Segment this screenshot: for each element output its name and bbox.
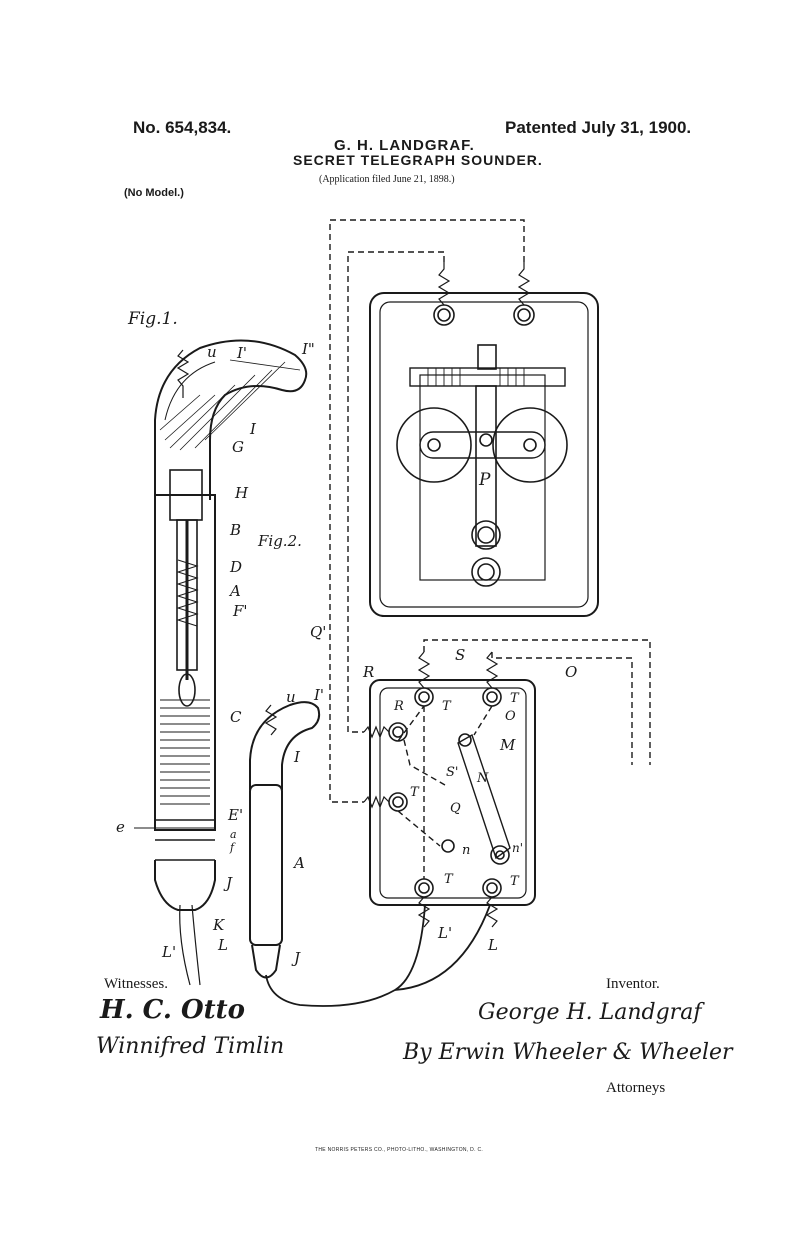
label-S: S [455, 646, 465, 664]
label-L1-fig1: L' [161, 943, 176, 961]
label-T-1: T [442, 699, 452, 714]
label-a: a [230, 828, 237, 841]
inventor-label: Inventor. [606, 976, 660, 992]
patent-date: Patented July 31, 1900. [505, 118, 692, 137]
no-model-note: (No Model.) [124, 187, 184, 199]
fig1-label: Fig.1. [127, 309, 178, 329]
label-O-outer: O [565, 663, 577, 681]
label-G: G [232, 438, 244, 456]
attorney-signature: By Erwin Wheeler & Wheeler [403, 1040, 733, 1065]
circuit-wiring [329, 219, 651, 879]
label-L1-board: L' [437, 924, 452, 942]
printer-imprint: THE NORRIS PETERS CO., PHOTO-LITHO., WAS… [315, 1147, 484, 1153]
label-u-fig2: u [286, 688, 296, 706]
label-S1: S' [446, 765, 458, 780]
label-L-fig1: L [217, 936, 228, 954]
label-K: K [212, 916, 225, 934]
label-H: H [234, 484, 249, 502]
patent-number: No. 654,834. [133, 118, 232, 137]
label-I1-fig2: I' [313, 686, 324, 704]
label-D: D [229, 558, 242, 576]
label-I2: I" [301, 340, 315, 358]
label-N: N [476, 771, 489, 786]
label-T-2: T [510, 691, 520, 706]
application-date: (Application filed June 21, 1898.) [319, 174, 455, 185]
label-n: n [462, 843, 470, 858]
label-P: P [478, 470, 491, 490]
label-T-3: T [410, 785, 420, 800]
label-A-fig2: A [292, 854, 305, 872]
label-e: e [116, 818, 125, 836]
witnesses-label: Witnesses. [104, 976, 168, 992]
label-M: M [499, 736, 516, 754]
label-T-4: T [444, 872, 454, 887]
label-I1-top: I' [236, 344, 247, 362]
label-B: B [229, 521, 241, 539]
witness-signature-2: Winnifred Timlin [96, 1034, 285, 1059]
patent-title: SECRET TELEGRAPH SOUNDER. [293, 152, 543, 168]
label-A-fig1: A [228, 582, 241, 600]
label-I-fig2: I [293, 748, 301, 766]
inventor-name: G. H. LANDGRAF. [334, 137, 475, 154]
label-R-outer: R [362, 663, 374, 681]
fig2-label: Fig.2. [257, 532, 302, 550]
label-J-fig1: J [223, 874, 233, 892]
label-C: C [230, 708, 242, 726]
fig1-receiver-section [134, 339, 308, 986]
label-u-top: u [207, 343, 217, 361]
label-Q1: Q' [310, 623, 326, 641]
label-R-inner: R [393, 699, 404, 714]
label-I-fig1: I [249, 420, 257, 438]
attorneys-label: Attorneys [606, 1080, 666, 1096]
sounder-base [369, 262, 599, 617]
fig2-receiver-exterior [249, 701, 321, 979]
label-n1: n' [512, 841, 523, 855]
label-f: f [229, 841, 236, 854]
label-T-5: T [510, 874, 520, 889]
label-Q: Q [450, 801, 461, 816]
label-L-board: L [487, 936, 498, 954]
label-F1: F' [232, 602, 248, 620]
label-E1: E' [227, 806, 243, 824]
label-O-inner: O [505, 709, 516, 724]
connecting-cord [265, 904, 426, 1007]
label-J-fig2: J [291, 949, 301, 967]
inventor-signature: George H. Landgraf [478, 1000, 702, 1025]
witness-signature-1: H. C. Otto [100, 995, 246, 1025]
